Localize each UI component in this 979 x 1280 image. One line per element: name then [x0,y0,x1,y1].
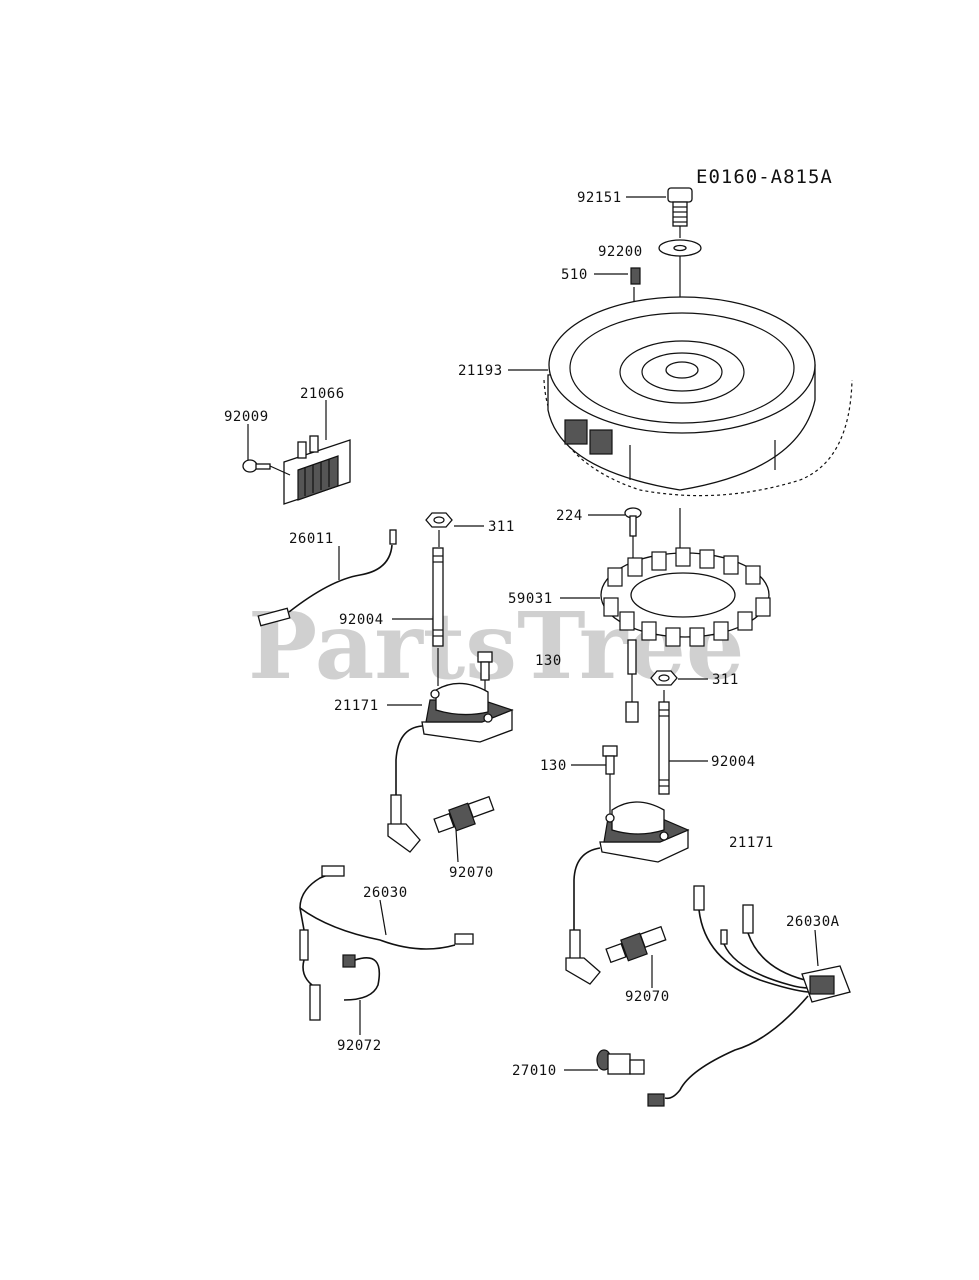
connector-92072[interactable] [342,954,380,1001]
nut-right[interactable] [650,670,678,686]
label-311-left: 311 [488,519,515,535]
diagram-code: E0160-A815A [696,166,833,188]
lead-wire-26011[interactable] [257,529,397,627]
stud-right[interactable] [658,701,670,795]
wiring-harness-26030A[interactable] [647,885,851,1107]
label-92009: 92009 [224,409,269,425]
label-27010: 27010 [512,1063,557,1079]
terminal-connector[interactable] [625,701,639,723]
label-224: 224 [556,508,583,524]
bolt-130-upper[interactable] [627,639,637,675]
label-92070-right: 92070 [625,989,670,1005]
label-21193: 21193 [458,363,503,379]
label-92070-left: 92070 [449,865,494,881]
stator[interactable] [600,547,771,647]
label-92151: 92151 [577,190,622,206]
label-21171-right: 21171 [729,835,774,851]
label-92004-right: 92004 [711,754,756,770]
label-26030: 26030 [363,885,408,901]
flywheel[interactable] [543,296,853,497]
flywheel-washer[interactable] [658,239,702,257]
leader-lines [247,196,819,1071]
coil-bolt-right[interactable] [602,745,618,775]
label-26030A: 26030A [786,914,840,930]
oil-pressure-switch[interactable] [596,1049,645,1075]
flywheel-bolt[interactable] [667,187,693,227]
label-92004-left: 92004 [339,612,384,628]
stud-left[interactable] [432,547,444,647]
stator-screw[interactable] [624,507,642,537]
label-21171-left: 21171 [334,698,379,714]
flywheel-key[interactable] [630,267,641,285]
label-311-right: 311 [712,672,739,688]
nut-left[interactable] [425,512,453,528]
voltage-regulator[interactable] [283,435,351,505]
label-92200: 92200 [598,244,643,260]
part-labels: 92151 92200 510 21193 21066 92009 311 22… [224,190,840,1079]
label-21066: 21066 [300,386,345,402]
spark-plug-left[interactable] [433,795,495,834]
wiring-harness-26030[interactable] [299,865,474,1021]
ignition-coil-left[interactable] [387,682,514,853]
label-26011: 26011 [289,531,334,547]
label-92072: 92072 [337,1038,382,1054]
label-510: 510 [561,267,588,283]
spark-plug-right[interactable] [605,925,667,964]
regulator-screw[interactable] [242,459,271,473]
label-130-lower: 130 [540,758,567,774]
label-130-upper: 130 [535,653,562,669]
label-59031: 59031 [508,591,553,607]
ignition-coil-right[interactable] [565,801,690,985]
